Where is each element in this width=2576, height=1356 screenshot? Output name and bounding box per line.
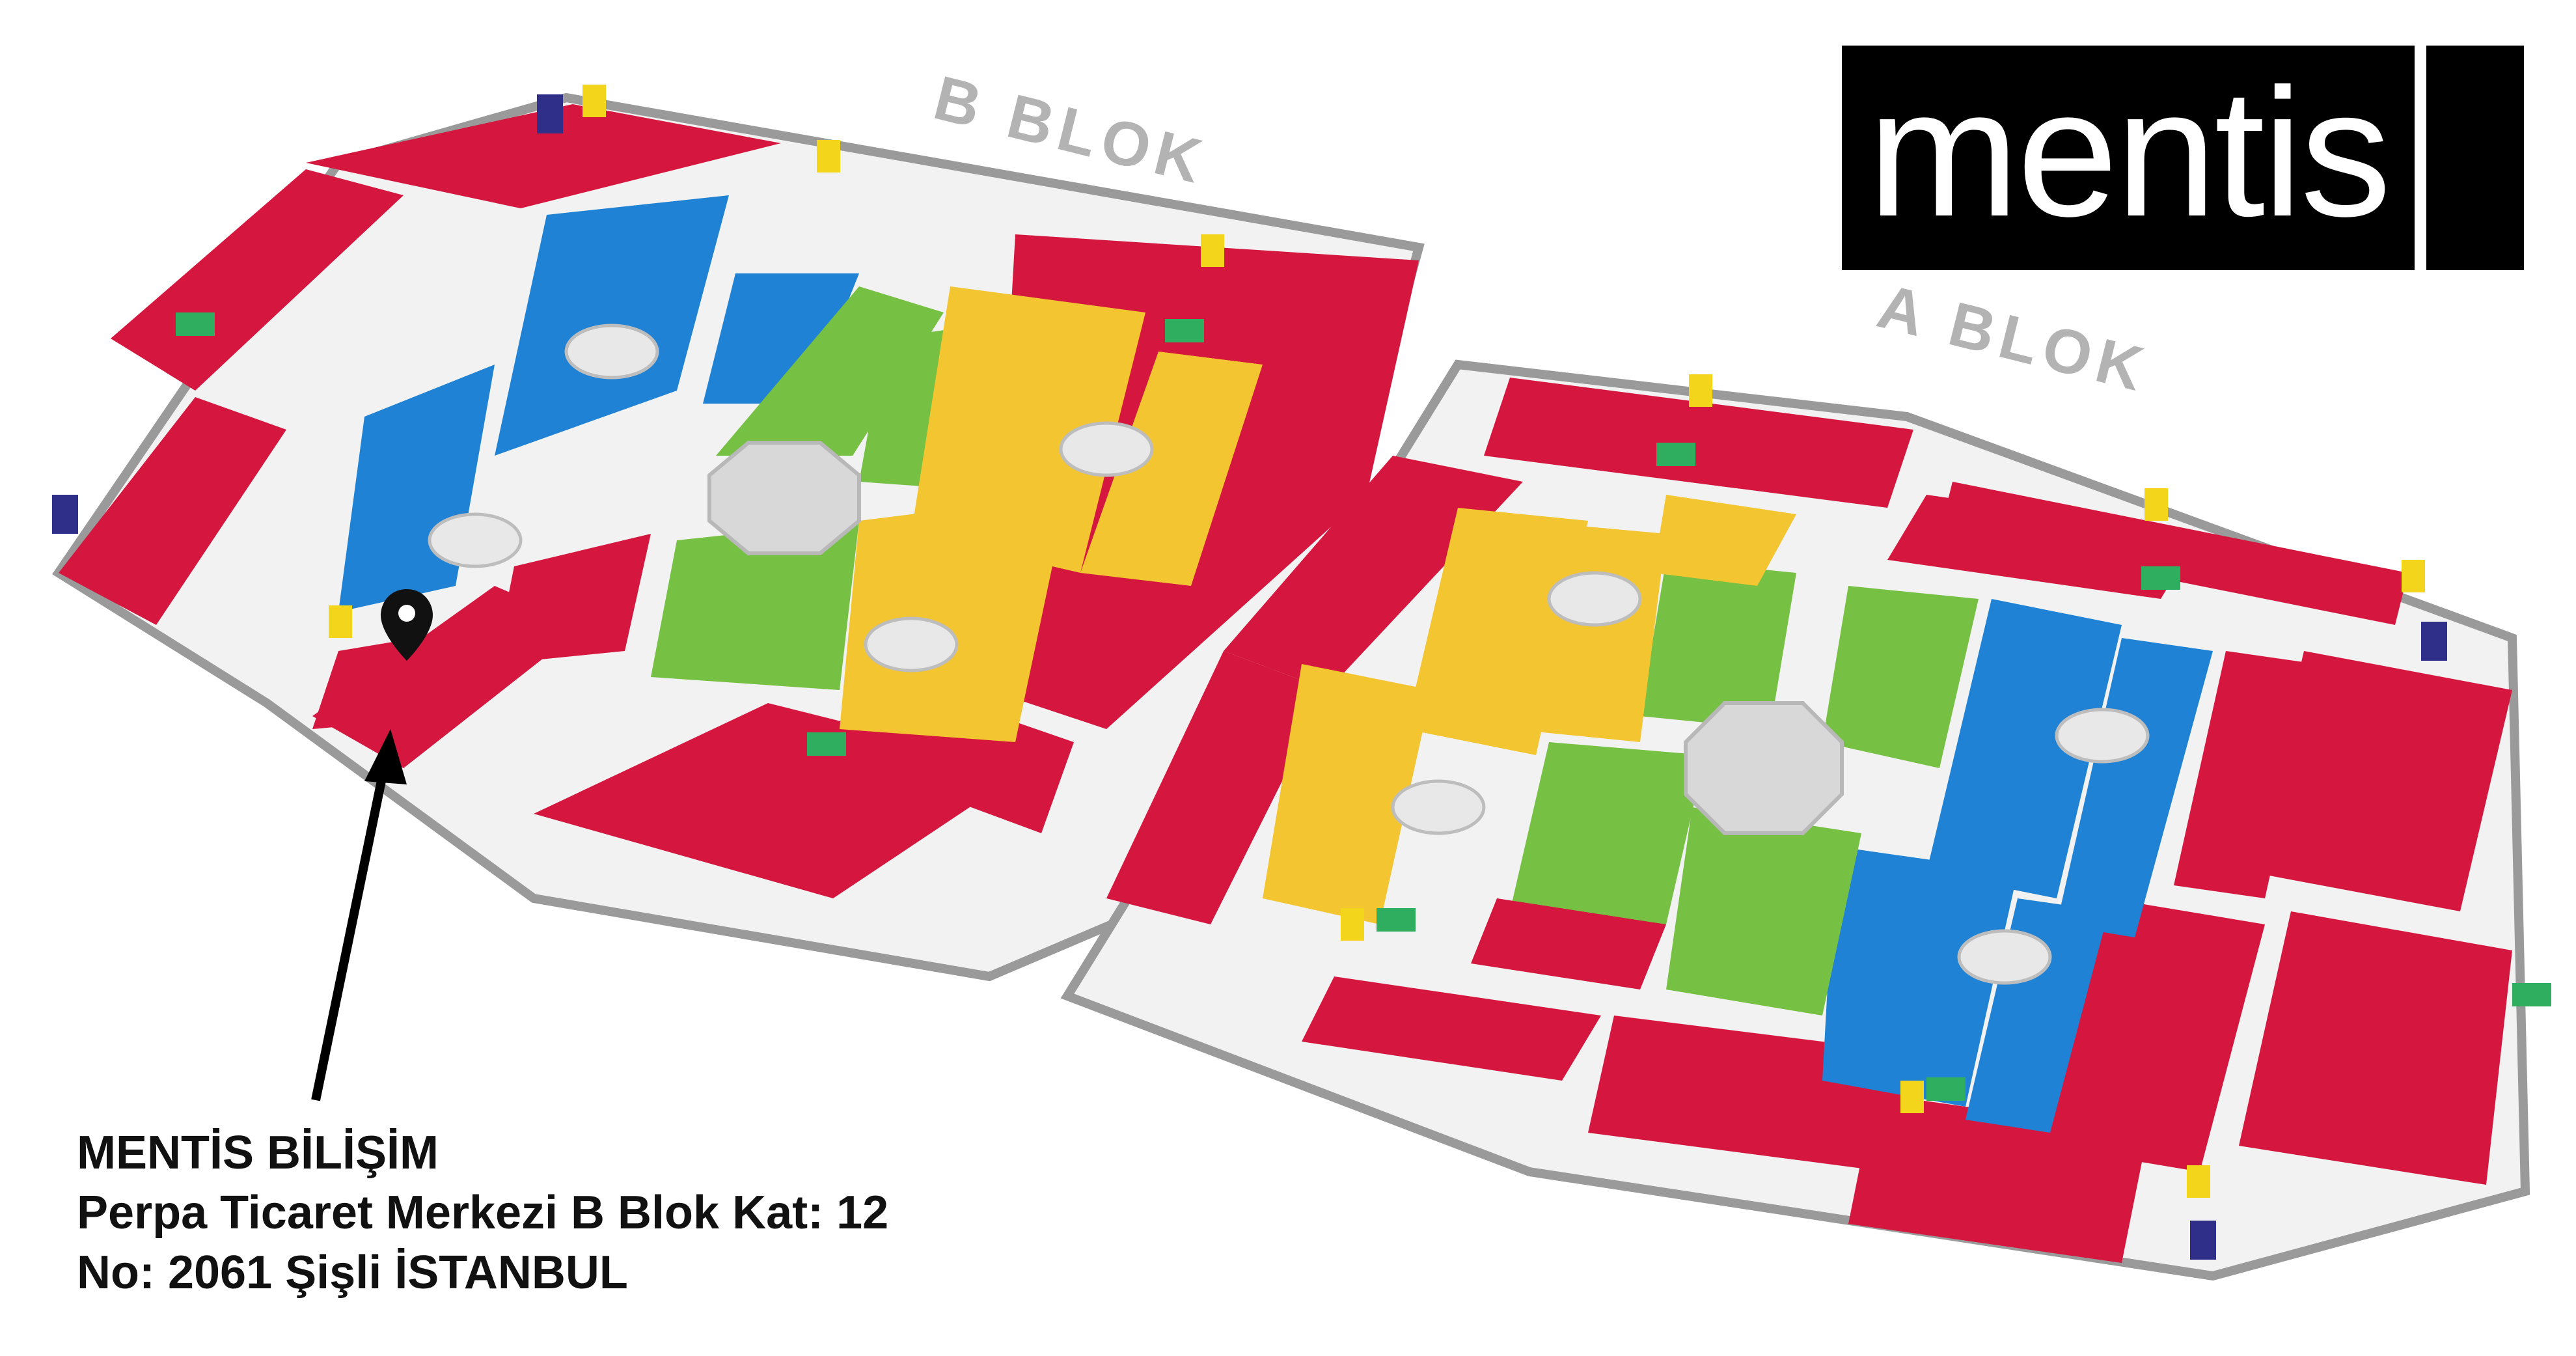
wc-sign-icon: [52, 495, 78, 534]
shop-row-yellow[interactable]: [1510, 521, 1666, 742]
amenity-signs: [52, 85, 2551, 1260]
lift-sign-icon: [1341, 908, 1364, 941]
shop-row-yellow[interactable]: [1653, 495, 1796, 586]
exit-sign-icon: [1656, 443, 1695, 466]
exit-sign-icon: [1165, 319, 1204, 342]
logo-background: [1842, 46, 2415, 270]
info-pad: [1391, 779, 1486, 835]
address-line: Perpa Ticaret Merkezi B Blok Kat: 12: [77, 1187, 889, 1239]
shop-row-yellow[interactable]: [911, 286, 1145, 573]
shop-row-red[interactable]: [1302, 976, 1601, 1081]
info-pad: [1547, 571, 1642, 627]
lift-sign-icon: [1201, 234, 1224, 267]
info-pad: [1059, 421, 1154, 477]
info-pad: [428, 512, 523, 568]
octagon-areas: [428, 324, 2150, 985]
address-block: MENTİS BİLİŞİM Perpa Ticaret Merkezi B B…: [77, 1123, 888, 1303]
a-blok-label: A BLOK: [1871, 271, 2156, 406]
wc-sign-icon: [2421, 622, 2447, 661]
shop-row-red[interactable]: [1939, 482, 2408, 625]
shop-row-red[interactable]: [2252, 651, 2512, 911]
shop-row-red[interactable]: [2174, 651, 2317, 898]
lift-sign-icon: [2187, 1165, 2210, 1198]
b-block-shops: [59, 104, 1419, 898]
lift-sign-icon: [1900, 1081, 1924, 1113]
lift-sign-icon: [582, 85, 606, 117]
shop-row-green[interactable]: [651, 521, 859, 690]
exit-sign-icon: [807, 732, 846, 756]
info-pad: [864, 616, 959, 672]
shop-row-blue[interactable]: [1966, 898, 2109, 1133]
shop-row-red[interactable]: [2239, 911, 2512, 1185]
exit-sign-icon: [176, 312, 215, 336]
shop-row-green[interactable]: [1822, 586, 1979, 768]
octagon-area: [1684, 701, 1844, 835]
shop-row-red[interactable]: [1224, 456, 1523, 690]
shop-row-red[interactable]: [1471, 898, 1666, 989]
shop-row-blue[interactable]: [2057, 638, 2213, 937]
location-pin-icon: [381, 589, 433, 661]
wc-sign-icon: [2190, 1221, 2216, 1260]
pointer-arrow: [311, 729, 407, 1101]
info-pad: [2055, 708, 2150, 764]
shop-row-red[interactable]: [495, 534, 651, 664]
exit-sign-icon: [1926, 1077, 1966, 1101]
lift-sign-icon: [2144, 488, 2168, 521]
shop-row-yellow[interactable]: [1080, 352, 1263, 586]
shop-row-yellow[interactable]: [840, 495, 1067, 742]
shop-row-green[interactable]: [1666, 807, 1861, 1016]
shop-row-red[interactable]: [306, 104, 781, 208]
exit-sign-icon: [2512, 983, 2551, 1006]
lift-sign-icon: [329, 605, 352, 638]
shop-row-green[interactable]: [716, 286, 944, 456]
shop-row-red[interactable]: [2044, 898, 2265, 1172]
lift-sign-icon: [2402, 560, 2425, 592]
info-pad: [1957, 929, 2052, 985]
wc-sign-icon: [537, 94, 563, 133]
shop-row-green[interactable]: [1510, 742, 1705, 924]
exit-sign-icon: [2141, 566, 2180, 590]
address-line: No: 2061 Şişli İSTANBUL: [77, 1247, 628, 1299]
shop-row-green[interactable]: [1640, 560, 1796, 729]
shop-row-red[interactable]: [1484, 378, 1913, 508]
brand-logo: mentis: [1867, 51, 2392, 255]
shop-row-blue[interactable]: [1926, 599, 2122, 898]
lift-sign-icon: [1689, 374, 1712, 407]
company-name: MENTİS BİLİŞİM: [77, 1127, 439, 1179]
a-block-shops: [1106, 378, 2512, 1263]
shop-row-red[interactable]: [1106, 651, 1328, 924]
shop-row-red[interactable]: [59, 397, 286, 625]
exit-sign-icon: [1377, 908, 1416, 932]
lift-sign-icon: [817, 140, 840, 173]
info-pad: [564, 324, 659, 380]
logo-side-bar: [2426, 46, 2524, 270]
shop-row-blue[interactable]: [1822, 846, 2018, 1107]
octagon-area: [707, 441, 861, 555]
shop-row-red[interactable]: [312, 625, 495, 729]
shop-row-yellow[interactable]: [1263, 664, 1432, 924]
